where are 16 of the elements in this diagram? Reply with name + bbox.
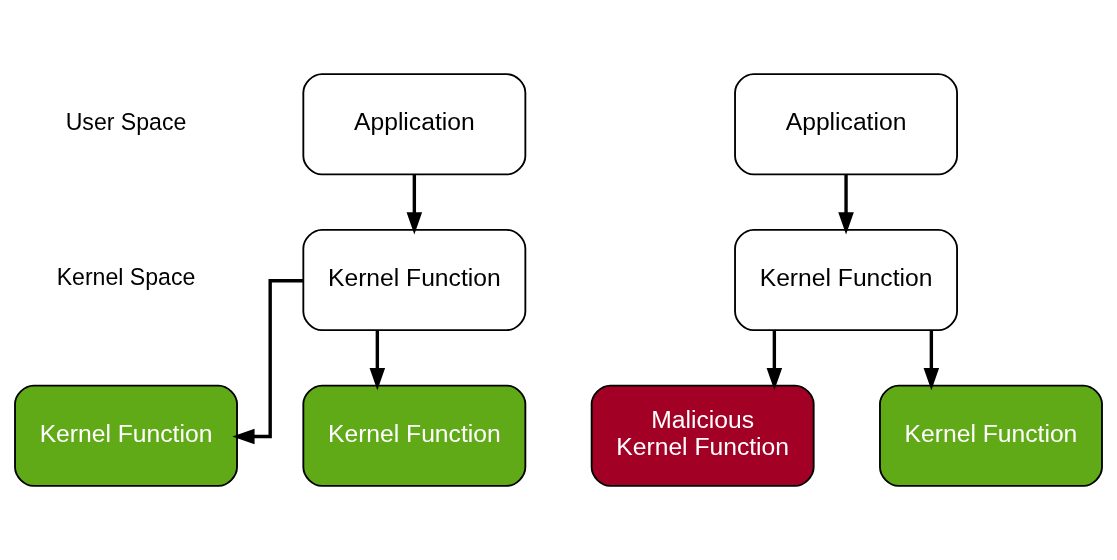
arrow [766,330,783,391]
label: User Space [65,108,187,135]
label: Kernel Space [56,264,196,291]
arrow [923,330,940,391]
arrow [369,330,386,391]
arrow [406,174,423,235]
node-box: Kernel Function [302,228,527,332]
node-box: Malicious Kernel Function [590,384,815,487]
node-box: Kernel Function [14,384,238,487]
arrow [232,279,303,445]
node-box: Kernel Function [302,384,527,487]
node-box: Kernel Function [734,228,958,332]
node-box: Kernel Function [879,384,1103,487]
arrow [838,174,854,235]
node-box: Application [734,73,958,176]
node-box: Application [302,73,527,176]
